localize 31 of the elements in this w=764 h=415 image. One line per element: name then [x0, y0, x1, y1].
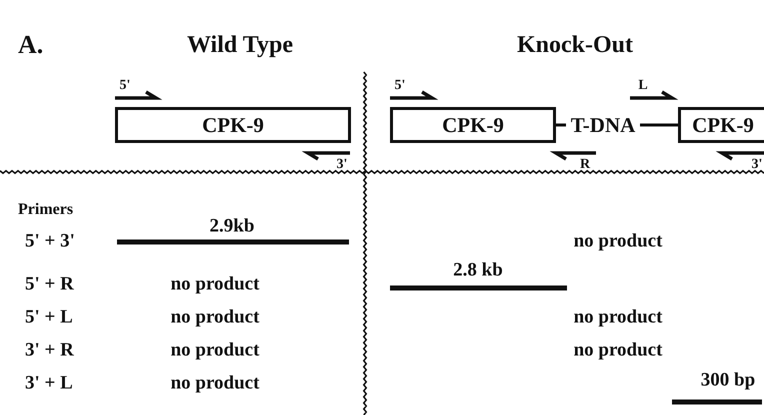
result-text: no product: [170, 340, 260, 360]
primer-pair: 3' + R: [25, 340, 74, 360]
panel-letter: A.: [18, 32, 44, 58]
primer-pair: 5' + R: [25, 274, 74, 294]
primer-label: R: [580, 158, 590, 172]
result-text: no product: [170, 374, 260, 392]
connector-line: [640, 124, 678, 126]
gene-box: CPK-9: [390, 107, 556, 143]
primer-label: 5': [394, 79, 406, 93]
primer-label: 5': [120, 79, 130, 93]
result-text: no product: [574, 308, 662, 326]
result-text: no product: [170, 274, 260, 294]
scale-label: 300 bp: [700, 370, 756, 390]
result-text: no product: [574, 232, 662, 250]
primer-pair: 5' + 3': [25, 232, 75, 250]
connector-line: [556, 124, 566, 126]
primer-label: 3': [336, 158, 348, 172]
insert-label: T-DNA: [566, 112, 640, 138]
result-text: no product: [574, 340, 662, 360]
primer-label: L: [638, 79, 648, 93]
primer-pair: 3' + L: [25, 374, 73, 392]
gene-box: CPK-9: [678, 107, 764, 143]
row-heading: Primers: [18, 202, 74, 218]
band-size: 2.9kb: [210, 216, 254, 236]
band-size: 2.8 kb: [453, 260, 503, 280]
gene-box: CPK-9: [115, 107, 351, 143]
primer-label: 3': [752, 158, 762, 172]
primer-pair: 5' + L: [25, 308, 73, 326]
column-heading: Wild Type: [186, 33, 294, 57]
column-heading: Knock-Out: [517, 33, 633, 57]
result-text: no product: [170, 308, 260, 326]
